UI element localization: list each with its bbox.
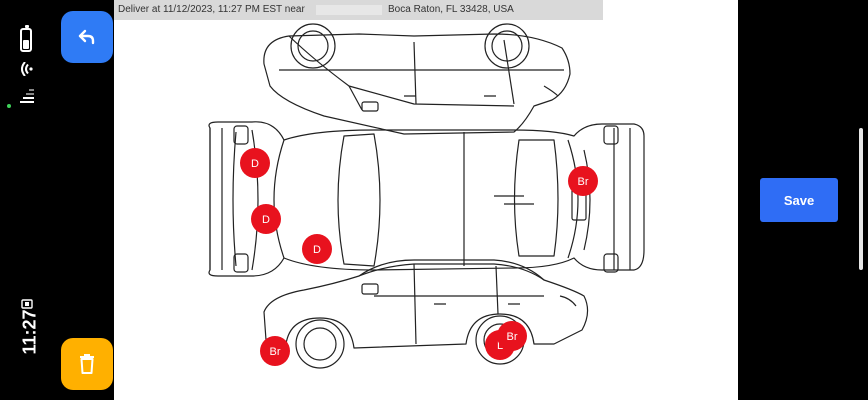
battery-icon [20, 25, 32, 52]
damage-marker-label: Br [270, 346, 281, 358]
delivery-location: Boca Raton, FL 33428, USA [388, 4, 514, 15]
damage-marker-label: D [262, 214, 270, 226]
clock-container: 11:27 [10, 292, 50, 372]
privacy-indicator-icon [7, 104, 11, 108]
undo-arrow-icon [78, 29, 95, 45]
delete-button[interactable] [61, 338, 113, 390]
damage-markers: D D D Br Br L [240, 148, 598, 366]
scrollbar[interactable] [859, 128, 863, 270]
trash-icon [80, 354, 94, 374]
car-top-view [208, 121, 645, 277]
damage-marker-label: L [497, 340, 503, 352]
status-bar: 11:27 [0, 0, 58, 400]
undo-button[interactable] [61, 11, 113, 63]
delivery-banner: Deliver at 11/12/2023, 11:27 PM EST near… [114, 0, 603, 20]
wifi-icon [21, 62, 33, 76]
damage-marker-label: D [313, 244, 321, 256]
damage-marker-dent[interactable]: D [240, 148, 270, 178]
car-side-view-top [263, 23, 571, 135]
damage-marker-label: D [251, 158, 259, 170]
vehicle-inspection-canvas[interactable]: Deliver at 11/12/2023, 11:27 PM EST near… [114, 0, 738, 400]
status-time: 11:27 [19, 309, 40, 355]
save-button[interactable]: Save [760, 178, 838, 222]
damage-marker-broken[interactable]: Br [568, 166, 598, 196]
sim-card-icon [21, 299, 33, 309]
damage-marker-label: Br [578, 176, 589, 188]
cellular-signal-icon [20, 89, 34, 103]
damage-marker-broken[interactable]: Br [497, 321, 527, 351]
car-side-view-bottom [263, 259, 589, 369]
damage-marker-dent[interactable]: D [302, 234, 332, 264]
damage-marker-dent[interactable]: D [251, 204, 281, 234]
right-panel: Save [738, 0, 868, 400]
damage-marker-label: Br [507, 331, 518, 343]
damage-marker-broken[interactable]: Br [260, 336, 290, 366]
redacted-address [316, 5, 382, 15]
delivery-timestamp: Deliver at 11/12/2023, 11:27 PM EST near [118, 4, 305, 15]
car-diagram: D D D Br Br L [208, 23, 645, 369]
